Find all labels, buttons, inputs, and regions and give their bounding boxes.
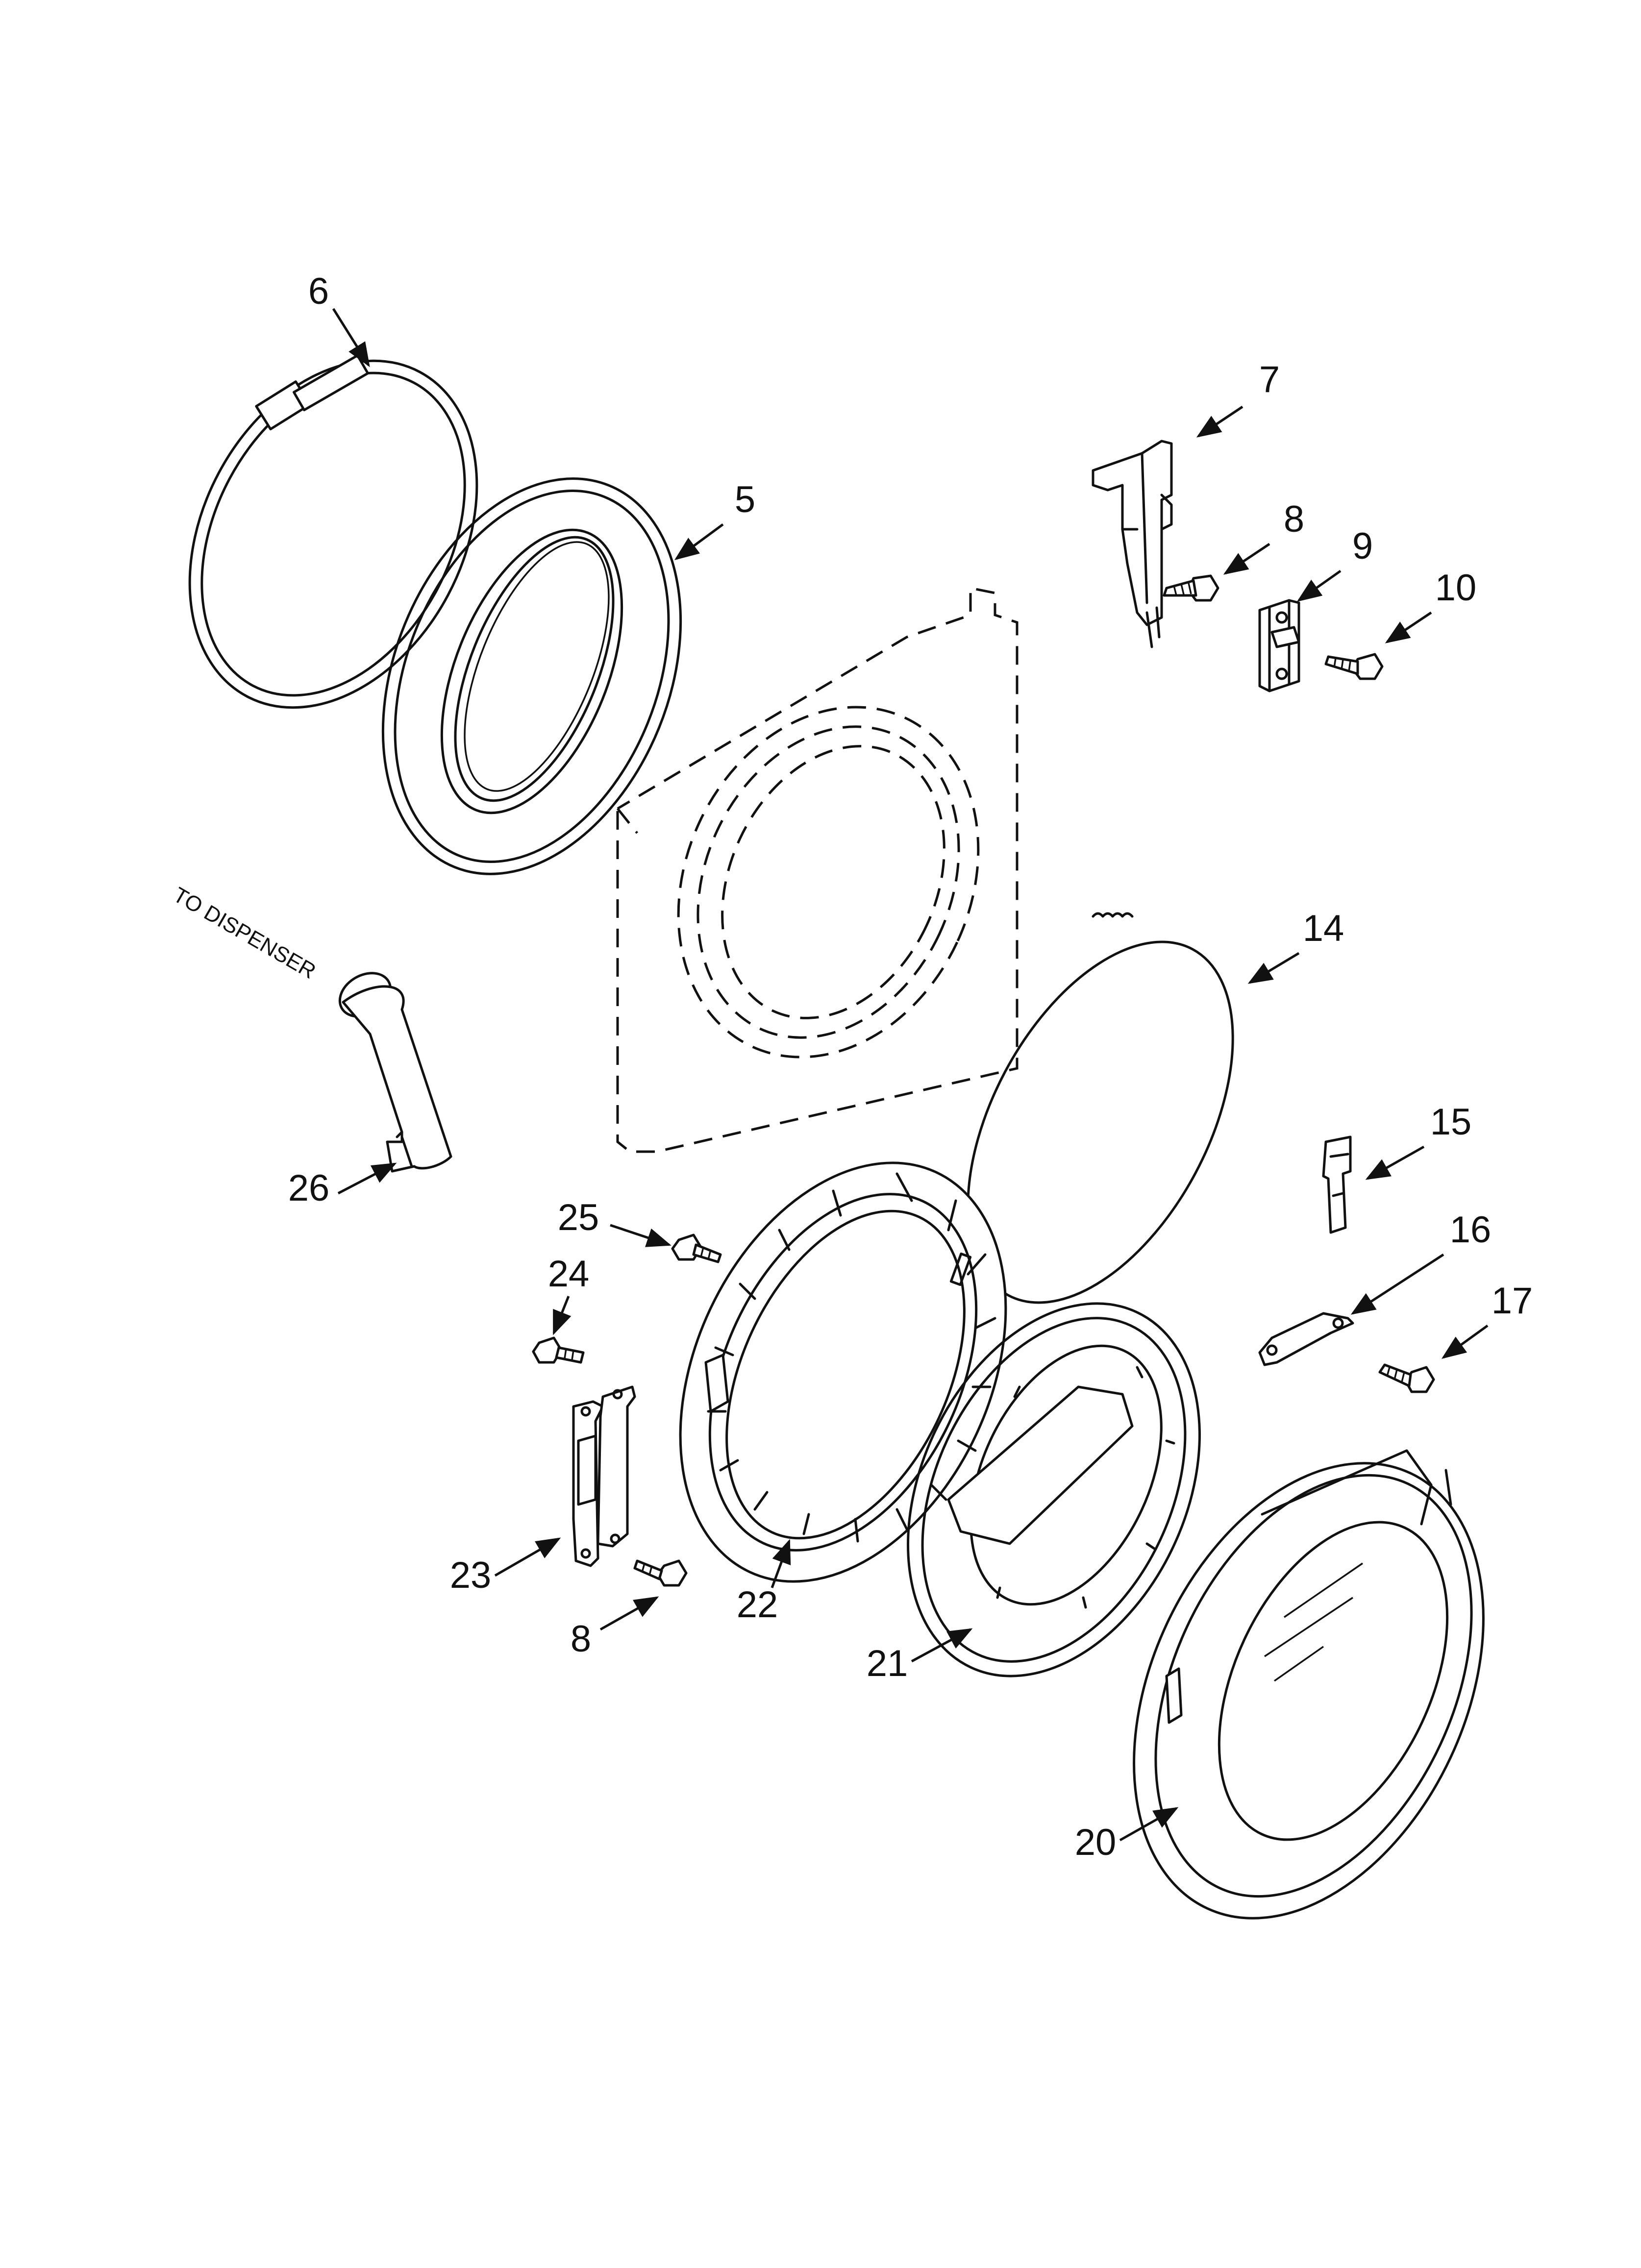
arrow-5	[674, 523, 724, 560]
arrow-17	[1441, 1324, 1489, 1359]
part-7-bracket	[1092, 440, 1173, 648]
callout-8-bottom: 8	[571, 1618, 591, 1660]
callout-20: 20	[1075, 1822, 1117, 1863]
part-9-strike	[1258, 599, 1300, 692]
arrow-16	[1350, 1253, 1444, 1315]
front-panel-reference	[616, 586, 1019, 1153]
callout-26: 26	[288, 1167, 330, 1209]
part-15-clip	[1322, 1135, 1352, 1234]
part-14-seal-ring	[967, 912, 1234, 1304]
part-21-door-glass	[907, 1302, 1201, 1677]
callout-9: 9	[1352, 525, 1373, 567]
part-16-plate	[1258, 1312, 1354, 1366]
callout-7: 7	[1259, 359, 1280, 400]
callout-6: 6	[308, 271, 329, 312]
arrow-23	[494, 1537, 561, 1577]
part-8-screw-bottom	[633, 1559, 688, 1587]
arrow-21	[911, 1628, 973, 1663]
arrow-10	[1385, 611, 1432, 643]
part-6-clamp	[188, 354, 478, 709]
callout-14: 14	[1303, 908, 1344, 949]
callout-16: 16	[1450, 1209, 1492, 1251]
part-26-elbow	[338, 972, 452, 1173]
callout-8-top: 8	[1284, 498, 1304, 540]
note-to-dispenser: TO DISPENSER	[169, 883, 320, 984]
callout-10: 10	[1435, 567, 1477, 609]
part-25-screw	[671, 1233, 722, 1263]
arrow-9	[1296, 569, 1342, 602]
part-20-outer-door	[1133, 1449, 1485, 1920]
part-23-hinge	[572, 1385, 636, 1567]
callout-24: 24	[548, 1253, 590, 1295]
callout-5: 5	[735, 479, 755, 520]
callout-22: 22	[737, 1584, 778, 1626]
callout-17: 17	[1492, 1280, 1533, 1322]
part-8-screw-top	[1163, 574, 1219, 602]
arrow-22	[771, 1539, 791, 1588]
callout-23: 23	[450, 1554, 492, 1596]
callout-25: 25	[558, 1197, 599, 1238]
callout-15: 15	[1430, 1101, 1472, 1143]
callout-21: 21	[867, 1643, 908, 1684]
arrow-15	[1365, 1145, 1425, 1180]
arrow-6	[332, 308, 370, 368]
arrow-24	[552, 1296, 572, 1335]
arrow-14	[1247, 952, 1300, 984]
arrow-7	[1196, 405, 1243, 438]
arrow-25	[610, 1224, 671, 1247]
arrow-20	[1119, 1807, 1179, 1842]
part-24-screw	[532, 1336, 585, 1364]
arrow-8-top	[1223, 542, 1270, 575]
part-5-door-boot	[381, 477, 682, 875]
part-17-screw	[1378, 1363, 1435, 1393]
part-22-inner-door-frame	[679, 1161, 1007, 1583]
arrow-26	[337, 1162, 397, 1195]
part-10-screw	[1324, 653, 1384, 680]
arrow-8-bottom	[599, 1596, 659, 1631]
